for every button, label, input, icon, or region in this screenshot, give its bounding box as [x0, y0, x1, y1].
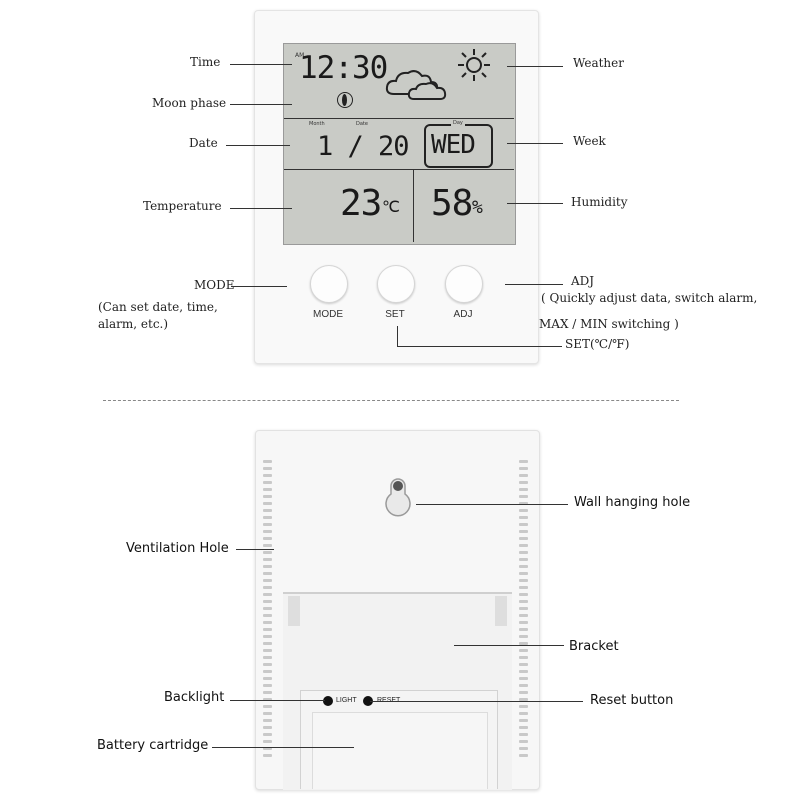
leader-battery-cartridge — [212, 747, 354, 748]
leader-ventilation-hole — [236, 549, 274, 550]
label-temperature: Temperature — [143, 199, 222, 213]
leader-set-vertical — [397, 326, 398, 347]
vent-column-right — [519, 460, 529, 761]
bracket-hinge-left — [288, 596, 300, 626]
leader-humidity — [507, 203, 563, 204]
sun-icon — [458, 49, 490, 81]
label-reset-button: Reset button — [590, 693, 674, 708]
leader-reset-button — [370, 701, 583, 702]
set-button[interactable] — [377, 265, 415, 303]
label-set-units: SET(℃/℉) — [565, 337, 630, 351]
date-label: Date — [356, 121, 368, 127]
lcd-weekday: WED — [431, 130, 476, 160]
label-adj-desc-1: ( Quickly adjust data, switch alarm, — [541, 291, 758, 305]
vent-column-left — [263, 460, 273, 761]
label-mode-desc-1: (Can set date, time, — [98, 300, 218, 314]
leader-bracket — [454, 645, 564, 646]
lcd-divider-vertical — [413, 170, 414, 242]
light-button-label: LIGHT — [336, 697, 357, 704]
leader-weather — [507, 66, 563, 67]
moon-phase-icon — [337, 92, 353, 108]
label-bracket: Bracket — [569, 639, 619, 654]
label-battery-cartridge: Battery cartridge — [97, 738, 209, 753]
bracket-hinge-right — [495, 596, 507, 626]
reset-button-label: RESET — [377, 697, 400, 704]
month-label: Month — [309, 121, 325, 127]
leader-adj — [505, 284, 563, 285]
label-time: Time — [190, 55, 221, 69]
mode-button[interactable] — [310, 265, 348, 303]
leader-moon-phase — [230, 104, 292, 105]
section-separator — [103, 400, 679, 401]
leader-set — [397, 346, 562, 347]
lcd-temperature-unit: ℃ — [382, 197, 400, 216]
adj-button-label: ADJ — [453, 309, 473, 320]
battery-cover — [312, 712, 488, 789]
label-adj-desc-2: MAX / MIN switching ) — [539, 317, 679, 331]
label-mode: MODE — [194, 278, 235, 292]
adj-button[interactable] — [445, 265, 483, 303]
lcd-screen — [283, 43, 516, 245]
lcd-time: 12:30 — [299, 50, 388, 86]
leader-mode — [231, 286, 287, 287]
wall-hanging-hole-icon — [385, 478, 411, 517]
leader-week — [507, 143, 563, 144]
cloud-icon — [385, 70, 447, 100]
reset-button[interactable] — [363, 696, 373, 706]
lcd-divider-middle — [284, 169, 514, 170]
lcd-humidity-unit: % — [472, 197, 483, 218]
label-wall-hanging-hole: Wall hanging hole — [574, 495, 691, 510]
leader-temperature — [230, 208, 292, 209]
set-button-label: SET — [385, 309, 405, 320]
mode-button-label: MODE — [313, 309, 343, 320]
leader-wall-hanging-hole — [416, 504, 568, 505]
label-humidity: Humidity — [571, 195, 628, 209]
lcd-divider-top — [284, 118, 514, 119]
label-backlight: Backlight — [164, 690, 225, 705]
label-mode-desc-2: alarm, etc.) — [98, 317, 169, 331]
leader-backlight — [230, 700, 325, 701]
day-label: Day — [451, 120, 465, 126]
label-week: Week — [573, 134, 606, 148]
label-moon-phase: Moon phase — [152, 96, 227, 110]
lcd-temperature: 23 — [340, 183, 382, 224]
label-adj: ADJ — [571, 274, 595, 288]
label-date: Date — [189, 136, 218, 150]
leader-time — [230, 64, 292, 65]
label-weather: Weather — [573, 56, 624, 70]
leader-date — [226, 145, 290, 146]
lcd-humidity: 58 — [431, 183, 473, 224]
light-button[interactable] — [323, 696, 333, 706]
lcd-date: 1 / 20 — [317, 131, 410, 162]
am-indicator: AM — [295, 52, 305, 59]
label-ventilation-hole: Ventilation Hole — [126, 541, 229, 556]
